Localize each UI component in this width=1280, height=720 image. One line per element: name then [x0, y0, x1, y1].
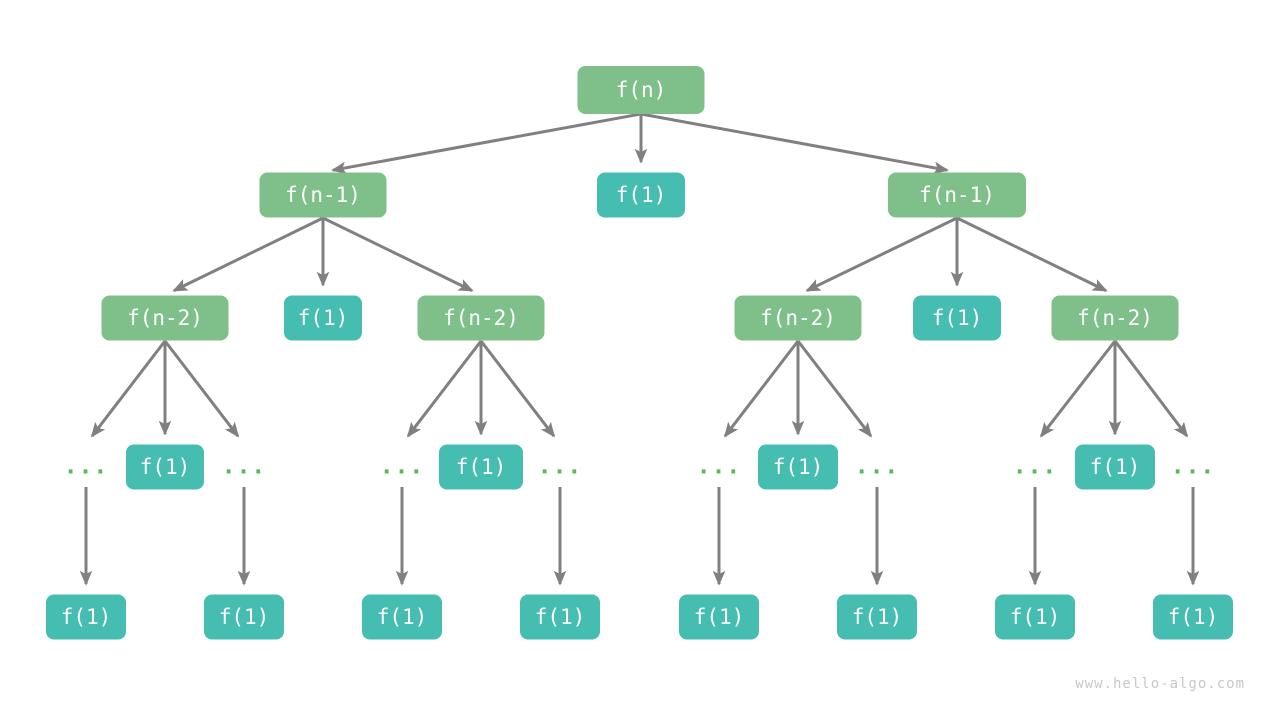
node-background: [837, 594, 917, 640]
node-label: f(n-1): [919, 183, 995, 207]
tree-node-base-case[interactable]: f(1): [837, 594, 917, 640]
tree-node-base-case[interactable]: f(1): [913, 295, 1001, 341]
node-label: f(n-2): [127, 306, 203, 330]
tree-edge: [1113, 340, 1189, 438]
node-background: [1051, 295, 1179, 341]
node-label: f(n): [616, 78, 667, 102]
tree-node-base-case[interactable]: f(1): [758, 444, 838, 490]
node-background: [126, 444, 204, 490]
node-background: [577, 66, 705, 114]
node-background: [1075, 444, 1155, 490]
node-label: f(1): [1090, 455, 1141, 479]
tree-node-base-case[interactable]: f(1): [679, 594, 759, 640]
tree-node-ellipsis: ...: [855, 454, 900, 480]
tree-node-base-case[interactable]: f(1): [126, 444, 204, 490]
node-label: f(n-2): [1077, 306, 1153, 330]
node-label: f(1): [852, 605, 903, 629]
tree-node-base-case[interactable]: f(1): [597, 172, 685, 218]
tree-node-recursive[interactable]: f(n-2): [101, 295, 229, 341]
node-background: [101, 295, 229, 341]
tree-edge: [163, 340, 240, 438]
tree-edge: [723, 340, 800, 438]
tree-node-recursive[interactable]: f(n-1): [259, 172, 387, 218]
node-background: [204, 594, 284, 640]
tree-node-base-case[interactable]: f(1): [995, 594, 1075, 640]
tree-node-recursive[interactable]: f(n-2): [417, 295, 545, 341]
node-label: f(1): [219, 605, 270, 629]
node-background: [417, 295, 545, 341]
tree-node-base-case[interactable]: f(1): [1153, 594, 1233, 640]
node-label: f(1): [773, 455, 824, 479]
tree-node-base-case[interactable]: f(1): [520, 594, 600, 640]
node-background: [439, 444, 523, 490]
tree-node-recursive[interactable]: f(n-2): [1051, 295, 1179, 341]
tree-node-recursive[interactable]: f(n-2): [734, 295, 862, 341]
node-background: [46, 594, 126, 640]
node-label: f(1): [61, 605, 112, 629]
node-background: [758, 444, 838, 490]
node-background: [284, 295, 362, 341]
tree-edge: [796, 340, 873, 438]
tree-node-ellipsis: ...: [538, 454, 583, 480]
node-label: f(1): [298, 306, 349, 330]
node-label: f(1): [377, 605, 428, 629]
tree-node-base-case[interactable]: f(1): [284, 295, 362, 341]
tree-edge: [406, 340, 483, 438]
tree-node-recursive[interactable]: f(n-1): [888, 172, 1026, 218]
node-background: [362, 594, 442, 640]
tree-node-ellipsis: ...: [1171, 454, 1216, 480]
tree-node-base-case[interactable]: f(1): [46, 594, 126, 640]
tree-node-ellipsis: ...: [697, 454, 742, 480]
node-label: f(1): [694, 605, 745, 629]
tree-node-base-case[interactable]: f(1): [439, 444, 523, 490]
node-label: f(1): [1010, 605, 1061, 629]
watermark-hello-algo: www.hello-algo.com: [1075, 676, 1245, 692]
tree-edge: [322, 216, 474, 292]
tree-node-ellipsis: ...: [64, 454, 109, 480]
node-label: f(n-1): [285, 183, 361, 207]
tree-node-ellipsis: ...: [1013, 454, 1058, 480]
tree-edge: [1039, 340, 1117, 438]
tree-node-base-case[interactable]: f(1): [1075, 444, 1155, 490]
node-background: [520, 594, 600, 640]
node-background: [597, 172, 685, 218]
node-label: f(1): [140, 455, 191, 479]
edges-layer: [79, 112, 1200, 586]
node-background: [1153, 594, 1233, 640]
tree-node-base-case[interactable]: f(1): [362, 594, 442, 640]
tree-edge: [331, 112, 642, 175]
node-label: f(1): [1168, 605, 1219, 629]
node-background: [913, 295, 1001, 341]
node-label: f(n-2): [760, 306, 836, 330]
node-background: [734, 295, 862, 341]
tree-node-base-case[interactable]: f(1): [204, 594, 284, 640]
tree-node-recursive[interactable]: f(n): [577, 66, 705, 114]
tree-edge: [805, 216, 958, 292]
node-background: [259, 172, 387, 218]
node-label: f(n-2): [443, 306, 519, 330]
node-label: f(1): [535, 605, 586, 629]
node-label: f(1): [456, 455, 507, 479]
node-background: [679, 594, 759, 640]
node-label: f(1): [932, 306, 983, 330]
ellipses-layer: ........................: [64, 454, 1216, 480]
tree-edge: [172, 216, 324, 292]
node-label: f(1): [616, 183, 667, 207]
node-background: [888, 172, 1026, 218]
node-background: [995, 594, 1075, 640]
tree-edge: [640, 112, 949, 175]
tree-node-ellipsis: ...: [380, 454, 425, 480]
nodes-layer: f(n) f(n-1) f(1) f(n-1) f(n-2) f(1) f(n-2) f(n-…: [46, 66, 1233, 640]
tree-node-ellipsis: ...: [222, 454, 267, 480]
tree-edge: [90, 340, 167, 438]
tree-edge: [956, 216, 1108, 292]
tree-edge: [479, 340, 556, 438]
